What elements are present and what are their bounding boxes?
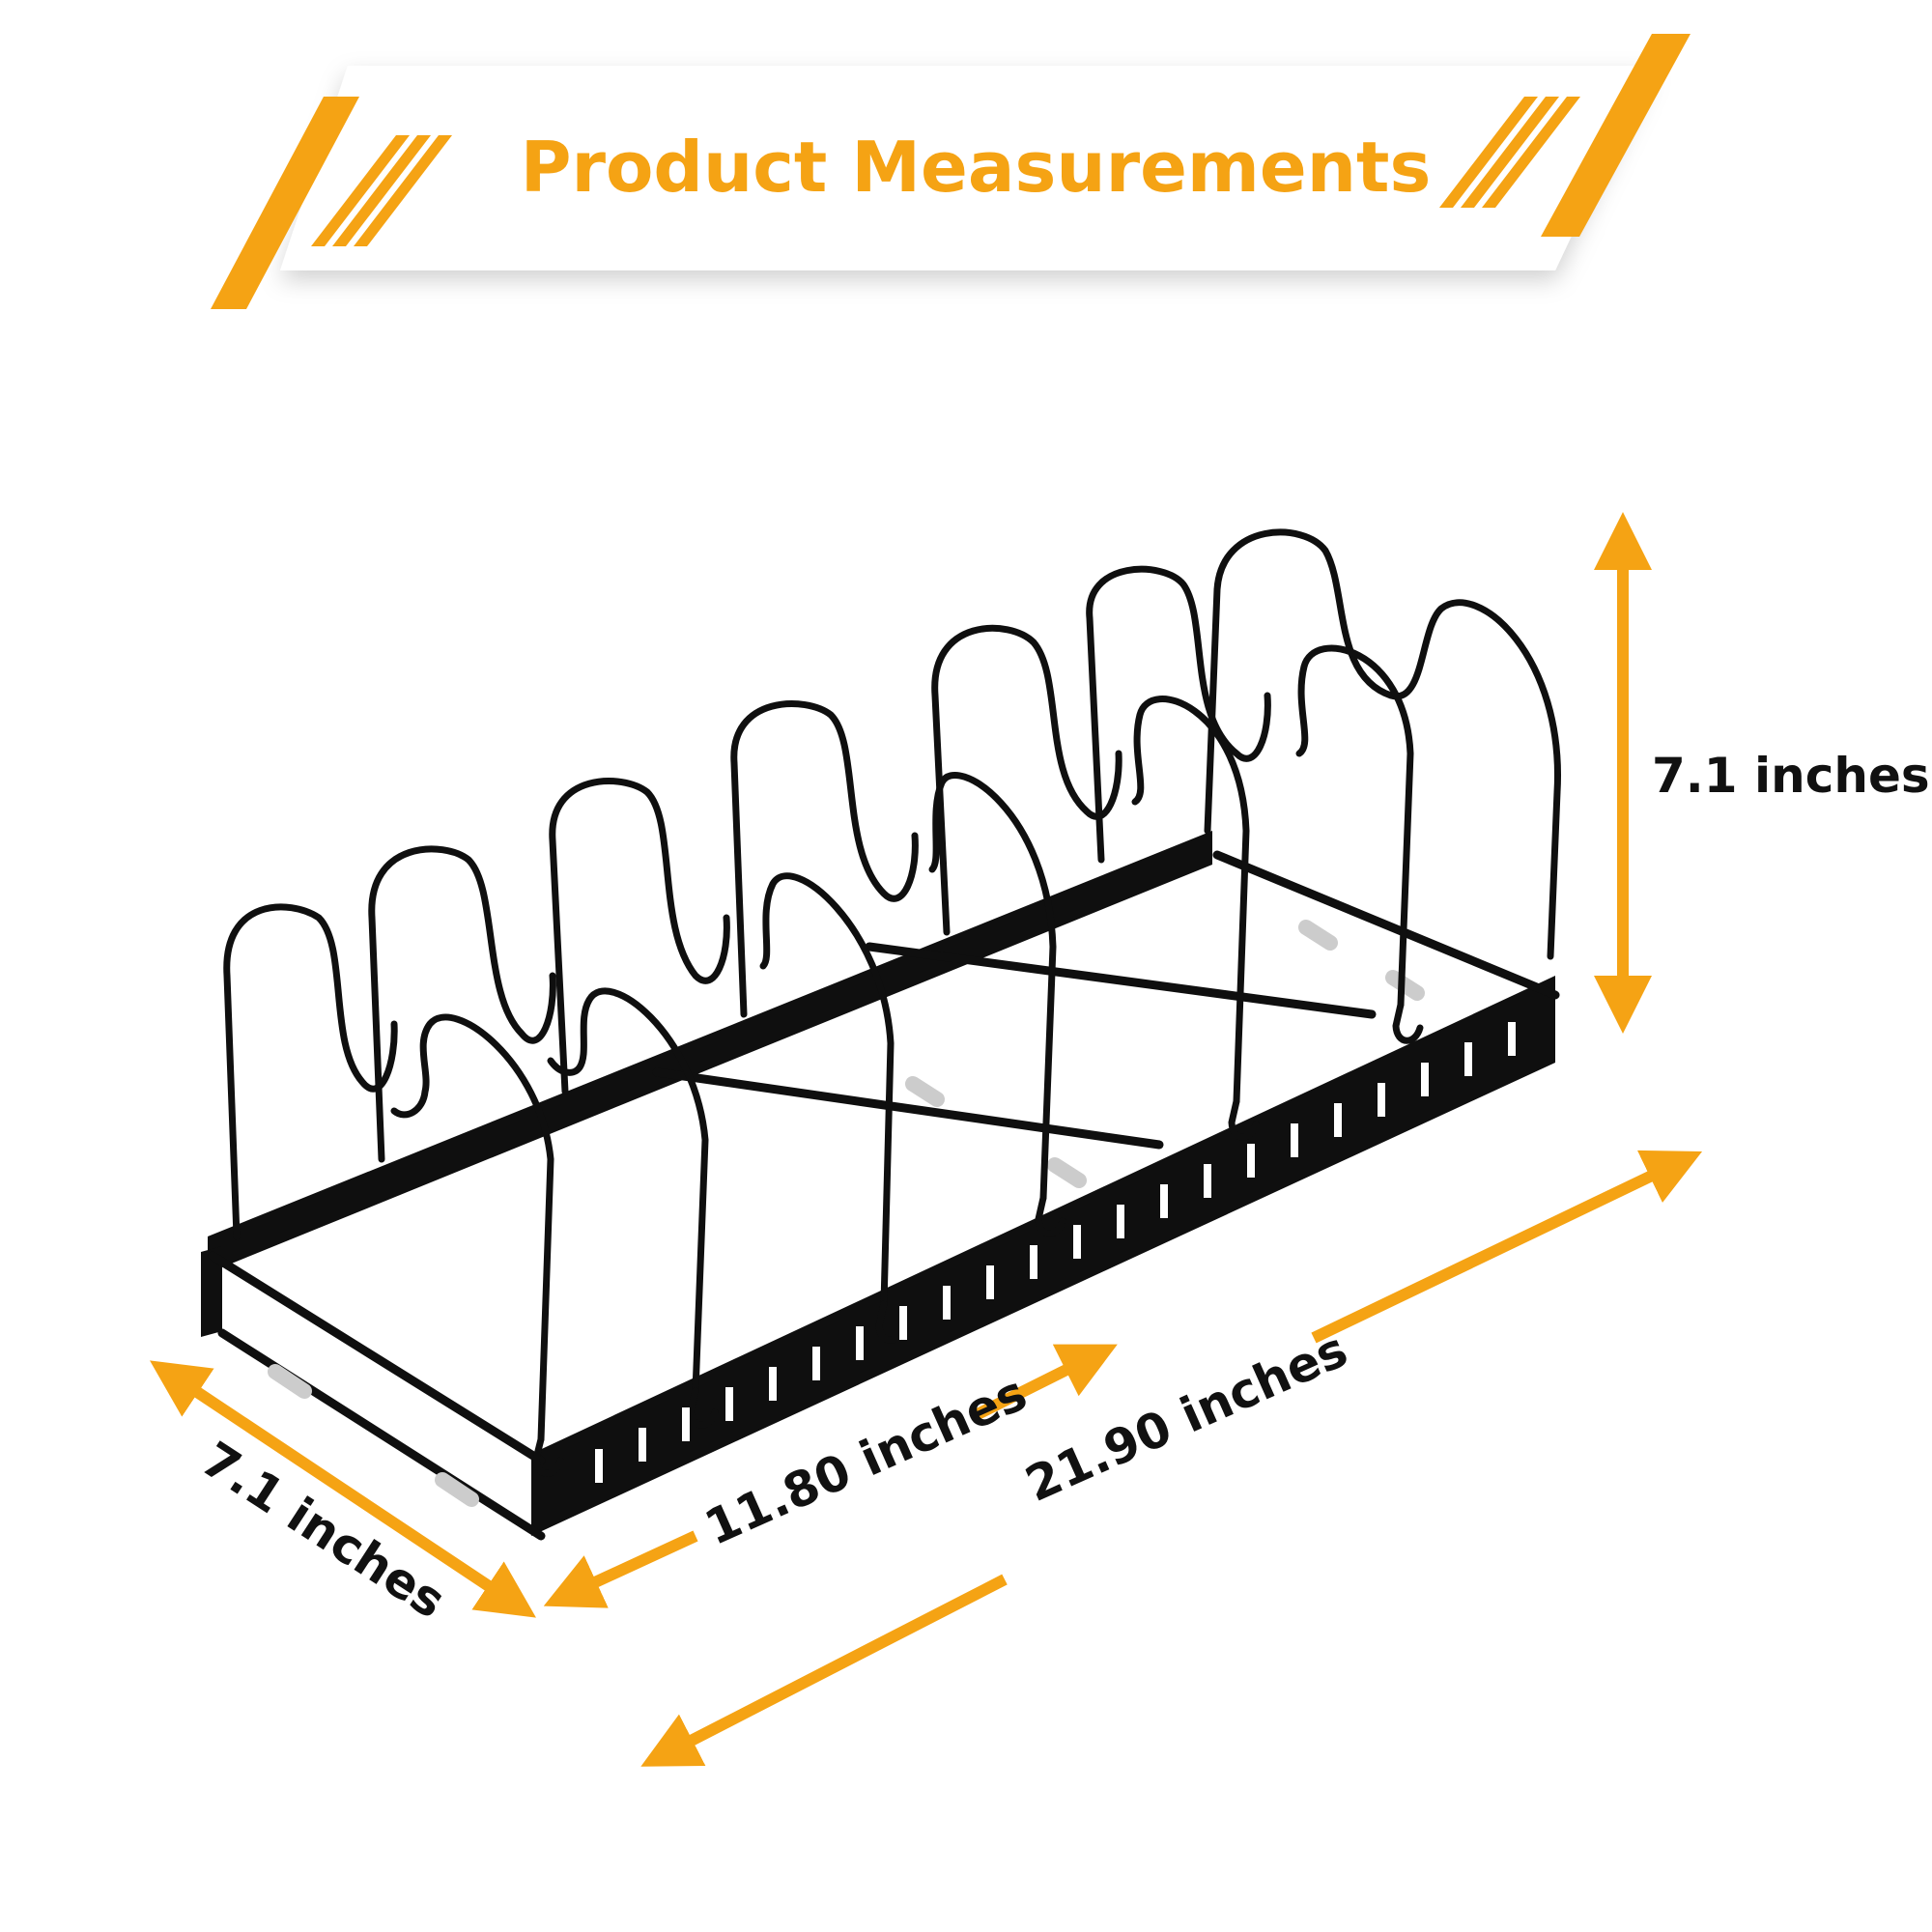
min-length-arrow-left	[543, 1530, 698, 1608]
dimension-labels: 7.1 inches 7.1 inches 11.80 inches 21.90…	[191, 748, 1929, 1630]
banner-ribbon	[280, 66, 1652, 270]
depth-arrow	[150, 1360, 536, 1618]
left-stripes-decoration	[211, 97, 452, 309]
max-length-arrow-right	[1311, 1150, 1703, 1344]
title-banner: Product Measurements	[211, 34, 1690, 309]
rack-back-dividers	[223, 528, 1561, 1240]
max-length-arrow-left	[640, 1574, 1008, 1767]
rack-front-rail	[531, 976, 1555, 1536]
rack-back-rail	[208, 831, 1212, 1273]
dimension-arrows	[150, 512, 1703, 1767]
pot-lid-rack-illustration	[201, 528, 1561, 1541]
max-length-label: 21.90 inches	[1017, 1321, 1355, 1513]
height-label: 7.1 inches	[1652, 748, 1930, 804]
rack-rail-slots	[595, 1022, 1516, 1483]
rack-left-end	[201, 1246, 222, 1337]
right-stripes-decoration	[1439, 34, 1690, 237]
min-length-arrow-right	[973, 1344, 1118, 1421]
rack-front-dividers	[390, 644, 1414, 1443]
page-title: Product Measurements	[521, 127, 1432, 208]
